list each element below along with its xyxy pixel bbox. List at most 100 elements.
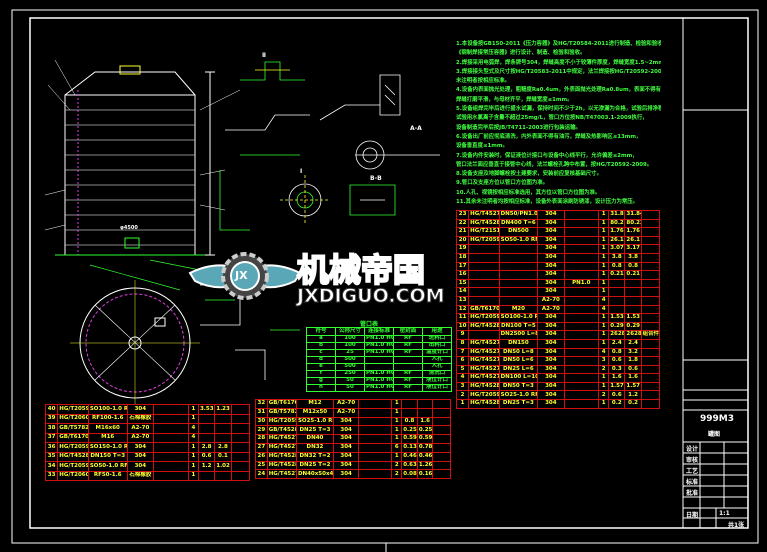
table-cell: 304	[537, 373, 565, 383]
table-cell: DN100 L=10	[498, 373, 539, 383]
detail-drawings	[200, 61, 440, 380]
nozzle-table-title: 管口表	[360, 321, 379, 328]
table-cell: 石棉橡胶	[126, 470, 155, 481]
table-cell: RF100-1.6	[87, 413, 128, 424]
table-cell: 1	[598, 338, 610, 349]
table-cell: 液位计口	[422, 384, 452, 392]
table-cell: 3.8	[608, 252, 626, 263]
table-cell: 4	[598, 347, 610, 358]
table-cell: HG/T20592-09	[468, 390, 500, 401]
table-cell	[563, 261, 600, 272]
table-cell: 1	[391, 434, 403, 444]
table-cell: 0.59	[401, 434, 418, 444]
table-cell	[230, 470, 251, 481]
table-cell	[230, 442, 251, 453]
table-cell: 1	[598, 252, 610, 263]
table-cell: DN2500 L=8000	[498, 330, 539, 340]
gear-wings-icon	[188, 252, 302, 300]
table-cell: 1.57	[608, 381, 626, 392]
table-cell	[563, 321, 600, 332]
table-cell: 1	[598, 244, 610, 254]
table-cell	[153, 432, 189, 443]
table-cell: 304	[537, 364, 565, 375]
table-cell: 14	[455, 287, 470, 297]
table-cell	[640, 399, 661, 409]
table-cell: HG/T20592-09	[57, 461, 89, 472]
table-cell	[230, 404, 251, 415]
table-cell: 0.8	[608, 261, 626, 272]
table-cell: DN50 L=8	[498, 347, 539, 358]
table-cell: 4	[598, 295, 610, 306]
table-cell	[468, 252, 500, 263]
table-cell: 1	[598, 218, 610, 229]
table-cell	[468, 287, 500, 297]
table-cell: 40	[44, 404, 59, 415]
table-cell: DN50 L=6	[498, 356, 539, 366]
table-cell: 1	[598, 330, 610, 340]
table-cell: 1.02	[214, 461, 232, 472]
table-cell: HG/T4528	[57, 451, 89, 462]
table-cell: HG/T20592-09	[57, 442, 89, 453]
table-cell: 34	[44, 461, 59, 472]
table-cell: 8	[455, 338, 470, 349]
table-cell: f	[306, 370, 336, 378]
table-cell: 0.8	[608, 347, 626, 358]
table-cell: 1	[455, 399, 470, 409]
table-cell	[214, 432, 232, 443]
table-cell: 30	[255, 416, 268, 427]
table-cell: 1	[598, 321, 610, 332]
table-cell	[563, 252, 600, 263]
table-cell: 0.08	[401, 469, 418, 480]
table-cell	[640, 321, 661, 332]
table-cell	[640, 278, 661, 289]
table-cell: 304	[537, 244, 565, 254]
table-cell	[432, 399, 451, 409]
table-cell: 1.23	[214, 404, 232, 415]
table-cell: 2	[391, 460, 403, 471]
table-cell: 18	[455, 252, 470, 263]
table-cell	[563, 210, 600, 220]
table-cell	[197, 413, 216, 424]
table-cell: 0.25	[401, 425, 418, 436]
table-cell: 0.29	[608, 321, 626, 332]
table-cell: 38	[44, 423, 59, 434]
table-cell	[640, 287, 661, 297]
table-cell: PN1.0	[563, 278, 600, 289]
table-cell: 304	[332, 460, 360, 471]
table-cell: DN400 T=6	[498, 218, 539, 229]
table-cell: 1.6	[608, 373, 626, 383]
table-cell: 23	[455, 210, 470, 220]
table-cell: HG/T20606	[57, 470, 89, 481]
table-cell	[640, 373, 661, 383]
table-cell: RF	[393, 370, 423, 378]
table-cell	[214, 423, 232, 434]
table-cell	[640, 364, 661, 375]
table-cell: 100	[335, 335, 365, 343]
table-cell: 27	[255, 442, 268, 453]
table-cell	[153, 413, 189, 424]
table-cell	[640, 356, 661, 366]
table-cell: 1.53	[608, 313, 626, 323]
table-cell: 1.76	[624, 227, 642, 237]
table-cell: 0.16	[416, 469, 434, 480]
table-cell	[401, 399, 418, 409]
table-cell	[358, 451, 393, 462]
table-cell: PN1.0 HG/T20592-09	[364, 370, 394, 378]
table-cell: 组合件	[640, 330, 661, 340]
table-cell	[358, 442, 393, 453]
label-review: 审核	[686, 457, 699, 464]
table-cell: 5	[455, 364, 470, 375]
table-cell: PN1.0 HG/T20592-09	[364, 342, 394, 350]
table-cell	[364, 356, 394, 364]
table-cell: 3.2	[624, 347, 642, 358]
table-cell: 80.22	[608, 218, 626, 229]
table-cell: 304	[537, 347, 565, 358]
outer-frame	[11, 9, 759, 544]
table-cell: DN500	[498, 227, 539, 237]
